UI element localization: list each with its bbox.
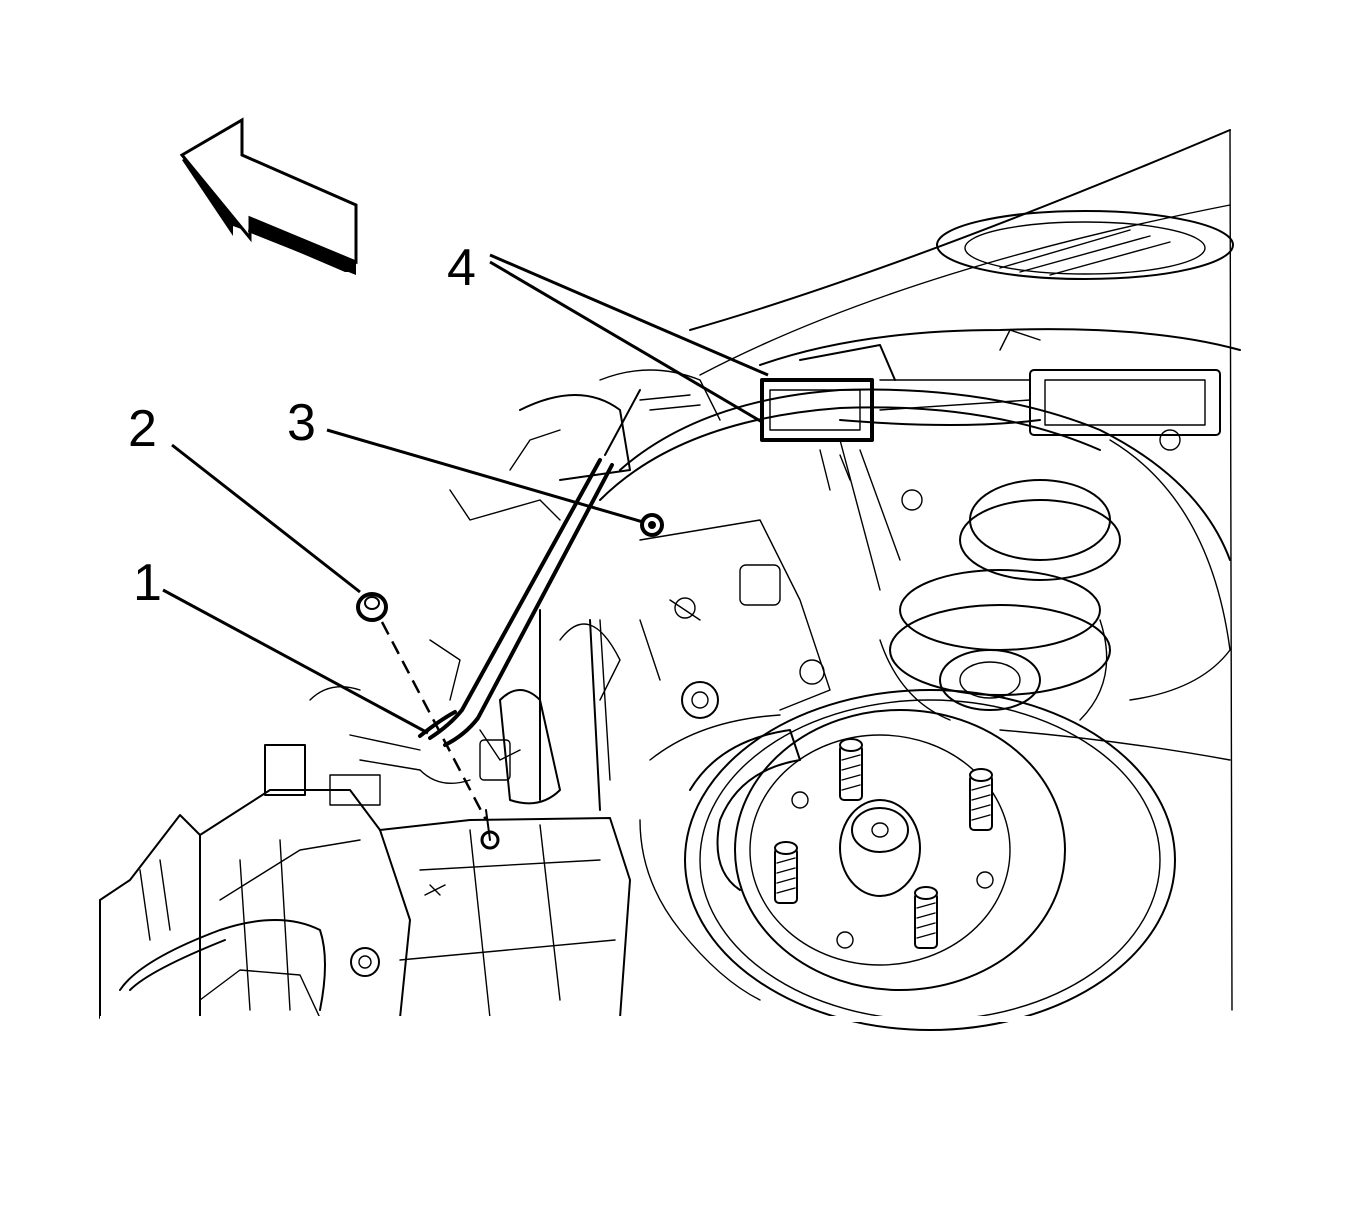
callout-3: 3: [287, 394, 316, 452]
assembly-line: [380, 621, 488, 821]
wheel-hub-icon: [639, 689, 1176, 1031]
leader-line-2: [171, 443, 361, 594]
wiring-harness-icon: [418, 389, 641, 747]
callout-2: 2: [128, 400, 157, 458]
leader-line-3: [326, 428, 644, 524]
wheel-stud-group: [774, 738, 993, 949]
bolt-icon: [356, 513, 664, 850]
module-connector-area: [760, 329, 1221, 491]
leader-lines: [162, 253, 769, 735]
leader-line-1: [162, 588, 429, 735]
leader-line-4a: [489, 253, 769, 377]
floor-frame: [99, 369, 721, 1019]
callout-4: 4: [447, 239, 476, 297]
front-direction-arrow-icon: [179, 117, 358, 275]
leader-line-4b: [489, 260, 763, 424]
callout-1: 1: [133, 554, 162, 612]
rear-spring-assembly: [879, 479, 1121, 721]
vehicle-body: [599, 129, 1241, 1011]
